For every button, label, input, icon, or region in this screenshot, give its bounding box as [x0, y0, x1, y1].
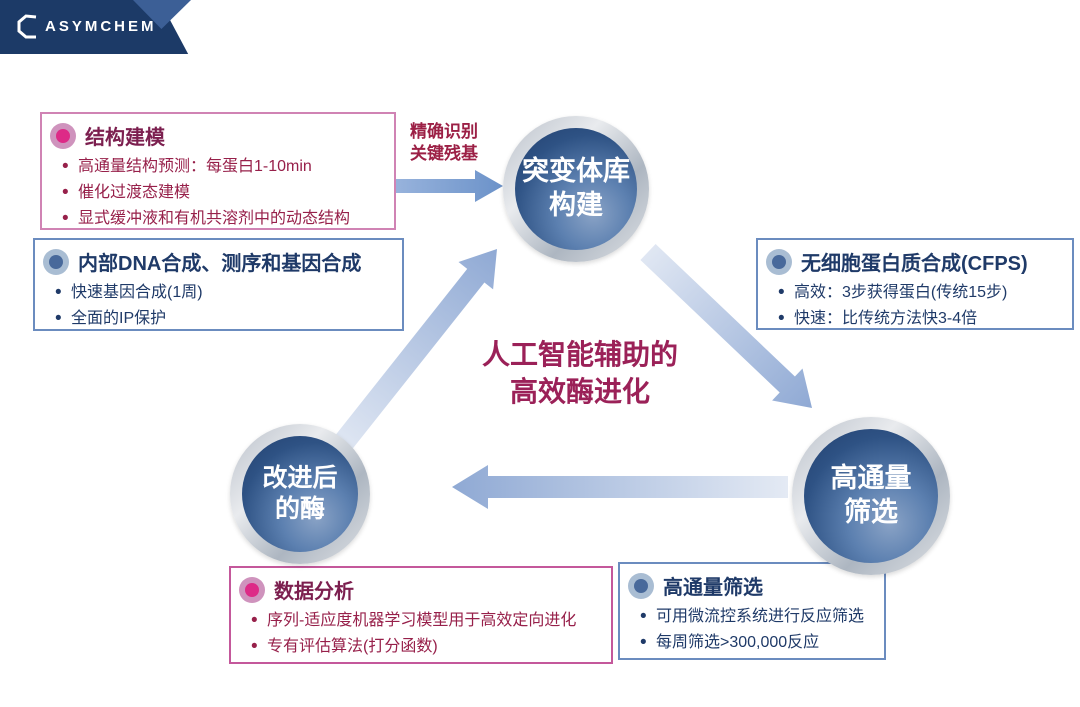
structure-modeling-box: 结构建模 高通量结构预测：每蛋白1-10min催化过渡态建模显式缓冲液和有机共溶… [40, 112, 396, 232]
bullet-item: 专有评估算法(打分函数) [251, 634, 603, 660]
bullet-item: 快速基因合成(1周) [55, 280, 394, 306]
pink-circle-icon [50, 122, 76, 149]
bullet-list: 高通量结构预测：每蛋白1-10min催化过渡态建模显式缓冲液和有机共溶剂中的动态… [42, 154, 394, 232]
bullet-item: 催化过渡态建模 [62, 180, 386, 206]
bullet-list: 可用微流控系统进行反应筛选每周筛选>300,000反应 [620, 604, 884, 656]
box-title: 高通量筛选 [663, 577, 763, 599]
blue-circle-icon [766, 248, 792, 275]
box-title: 无细胞蛋白质合成(CFPS) [801, 253, 1028, 275]
node-mutant-library: 突变体库 构建 [503, 116, 649, 262]
node-high-throughput-screening: 高通量 筛选 [792, 417, 950, 575]
node-label: 高通量 [830, 463, 912, 494]
bullet-list: 序列-适应度机器学习模型用于高效定向进化专有评估算法(打分函数) [231, 608, 611, 660]
asymchem-logo: ASYMCHEM [16, 13, 157, 40]
bullet-item: 高通量结构预测：每蛋白1-10min [62, 154, 386, 180]
node-improved-enzyme: 改进后 的酶 [230, 424, 370, 564]
arrow-annotation: 精确识别 关键残基 [396, 121, 492, 165]
bullet-item: 全面的IP保护 [55, 306, 394, 332]
diagram-title: 人工智能辅助的 高效酶进化 [440, 336, 720, 410]
blue-circle-icon [43, 248, 69, 275]
bullet-item: 可用微流控系统进行反应筛选 [640, 604, 876, 630]
diagram-title-line2: 高效酶进化 [509, 376, 650, 408]
bullet-list: 快速基因合成(1周)全面的IP保护 [35, 280, 402, 332]
bullet-item: 每周筛选>300,000反应 [640, 630, 876, 656]
screening-box: 高通量筛选 可用微流控系统进行反应筛选每周筛选>300,000反应 [618, 562, 886, 660]
bullet-item: 快速：比传统方法快3-4倍 [778, 306, 1064, 332]
data-analysis-box: 数据分析 序列-适应度机器学习模型用于高效定向进化专有评估算法(打分函数) [229, 566, 613, 664]
pink-circle-icon [239, 576, 265, 603]
dna-synthesis-box: 内部DNA合成、测序和基因合成 快速基因合成(1周)全面的IP保护 [33, 238, 404, 332]
arrow-annotation-line1: 精确识别 [410, 122, 478, 141]
node-label: 筛选 [844, 497, 898, 527]
node-label: 突变体库 [522, 156, 630, 187]
box-title: 内部DNA合成、测序和基因合成 [78, 253, 362, 275]
bullet-list: 高效：3步获得蛋白(传统15步)快速：比传统方法快3-4倍 [758, 280, 1072, 332]
hexagon-c-logo-icon [16, 13, 40, 40]
cfps-box: 无细胞蛋白质合成(CFPS) 高效：3步获得蛋白(传统15步)快速：比传统方法快… [756, 238, 1074, 332]
node-label: 的酶 [274, 495, 325, 523]
box-title: 结构建模 [85, 127, 165, 149]
node-label: 改进后 [262, 463, 338, 492]
bullet-item: 序列-适应度机器学习模型用于高效定向进化 [251, 608, 603, 634]
box-title: 数据分析 [274, 581, 354, 603]
arrow-screening-to-improved [452, 465, 788, 509]
bullet-item: 显式缓冲液和有机共溶剂中的动态结构 [62, 206, 386, 232]
node-label: 构建 [549, 190, 603, 220]
blue-circle-icon [628, 572, 654, 599]
arrow-structure-to-mutant [385, 170, 503, 202]
bullet-item: 高效：3步获得蛋白(传统15步) [778, 280, 1064, 306]
arrow-annotation-line2: 关键残基 [410, 144, 478, 164]
diagram-title-line1: 人工智能辅助的 [481, 339, 678, 370]
brand-name: ASYMCHEM [45, 18, 157, 35]
